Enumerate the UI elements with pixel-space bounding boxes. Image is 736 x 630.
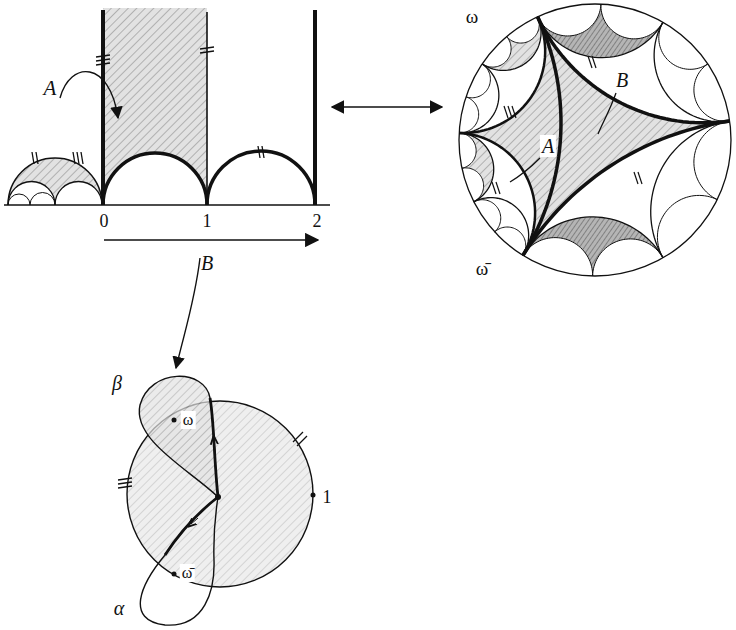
tick-mark xyxy=(638,172,642,184)
geodesic xyxy=(523,217,663,258)
math-label: ω xyxy=(464,6,481,27)
geodesic-arc xyxy=(8,182,55,206)
correspondence-arrow xyxy=(332,106,442,108)
tick-mark xyxy=(496,182,500,194)
math-label: α xyxy=(112,597,127,619)
translation-arrow xyxy=(104,239,318,241)
boundary-circle xyxy=(459,4,731,276)
quotient-arrow xyxy=(176,258,200,368)
math-label: B xyxy=(199,252,215,274)
tile-region xyxy=(482,17,541,71)
geodesic xyxy=(593,239,663,276)
base-point xyxy=(215,494,221,500)
math-label: A xyxy=(42,77,59,100)
image-region xyxy=(8,158,102,205)
leader-line xyxy=(510,158,540,182)
point xyxy=(311,493,316,498)
vertical-side xyxy=(313,10,317,205)
poincare-disc xyxy=(459,4,731,276)
tick-mark xyxy=(634,172,638,184)
geodesic xyxy=(538,17,730,123)
tick-mark xyxy=(504,106,508,118)
tile-region xyxy=(523,17,730,256)
geodesic xyxy=(459,17,545,133)
geodesic xyxy=(482,17,541,71)
geodesic xyxy=(462,168,484,202)
geodesic xyxy=(459,97,478,133)
geodesic xyxy=(651,121,730,258)
tick-mark xyxy=(508,106,512,118)
geodesic-arc xyxy=(103,153,207,205)
beta-loop xyxy=(139,376,218,497)
geodesic xyxy=(657,195,717,257)
math-label: β xyxy=(110,372,124,394)
fundamental-region xyxy=(103,8,207,205)
geodesic xyxy=(459,133,494,202)
tick-marks xyxy=(32,47,264,164)
geodesic xyxy=(659,22,708,69)
half-plane xyxy=(4,8,330,240)
thick-path xyxy=(210,398,218,497)
geodesic xyxy=(523,121,730,255)
vertical-side xyxy=(206,12,208,205)
geodesic-arc xyxy=(207,151,315,205)
math-label: 1 xyxy=(201,211,214,231)
math-label: ω̄ xyxy=(474,258,491,279)
leader-line xyxy=(598,93,616,134)
tick-mark xyxy=(492,182,496,194)
geodesic xyxy=(694,64,730,121)
geodesic-arc xyxy=(8,193,55,206)
math-label: 2 xyxy=(311,211,324,231)
geodesic xyxy=(507,17,540,43)
geodesic xyxy=(474,200,501,232)
alpha-loop xyxy=(140,497,218,625)
geodesic xyxy=(482,37,511,68)
tick-mark xyxy=(512,106,516,118)
direction-arrow xyxy=(191,518,198,524)
math-label: ω̄ xyxy=(180,564,195,582)
real-axis xyxy=(4,204,330,205)
tick-marks xyxy=(118,432,307,488)
geodesic xyxy=(601,4,663,39)
geodesic xyxy=(474,198,529,256)
point xyxy=(172,572,177,577)
direction-arrow xyxy=(214,440,215,452)
tile-region xyxy=(459,133,494,202)
math-label: 0 xyxy=(98,211,111,231)
math-label: 1 xyxy=(321,487,334,507)
point xyxy=(172,418,177,423)
geodesic xyxy=(523,17,561,256)
geodesic xyxy=(495,227,526,255)
quotient-figure xyxy=(118,376,316,625)
geodesic xyxy=(654,22,730,121)
tick-mark xyxy=(588,56,592,68)
geodesic xyxy=(523,238,593,276)
geodesic xyxy=(466,64,490,98)
tick-mark xyxy=(592,56,596,68)
geodesic xyxy=(459,133,535,255)
math-label: A xyxy=(540,135,556,157)
thick-path xyxy=(165,497,218,555)
geodesic-arc xyxy=(55,182,102,206)
geodesic-arc xyxy=(8,158,102,205)
math-label: B xyxy=(614,69,630,91)
geodesic xyxy=(459,133,476,168)
math-label: ω xyxy=(181,411,196,429)
geodesic xyxy=(459,64,499,133)
geodesic xyxy=(538,4,601,36)
vertical-side xyxy=(101,10,105,205)
geodesic xyxy=(694,121,730,200)
pointer-arrow xyxy=(60,72,118,118)
